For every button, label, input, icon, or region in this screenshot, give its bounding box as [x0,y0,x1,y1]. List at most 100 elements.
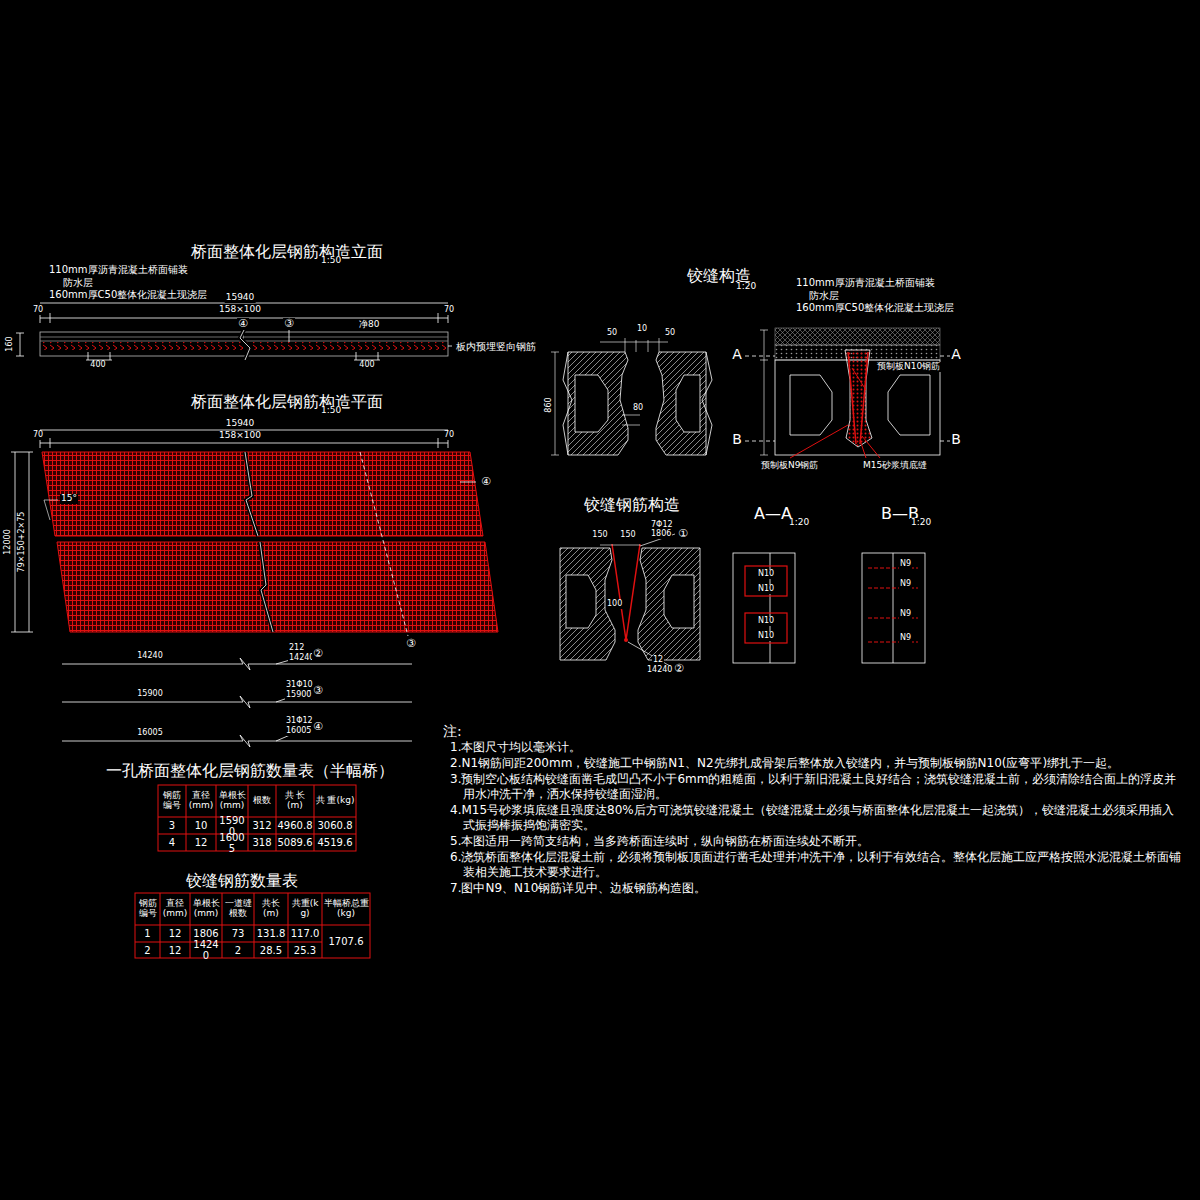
dimension-label: 860 [545,396,554,413]
dimension-label: 79×150+2×75 [18,511,27,574]
annotation-text: N9 [899,610,912,619]
table-cell: 根数 [249,786,275,816]
dimension-label: 400 [89,361,106,370]
dimension-label: 1:20 [735,282,757,292]
table-cell: 12 [161,943,189,957]
table-cell: 共 长(m) [277,786,313,816]
table-cell: 2 [223,943,253,957]
table-cell: 28.5 [255,943,287,957]
dimension-label: 12000 [4,528,13,555]
dimension-label: 31Φ10 [285,681,314,690]
dimension-label: 212 [288,644,305,653]
dimension-label: 15900 [136,690,163,699]
section-mark: B [731,432,743,447]
dimension-label: 70 [443,431,455,440]
dimension-label: 1:50 [320,406,342,416]
section-mark: B [950,432,962,447]
dimension-label: 100 [606,600,623,609]
callout-number: ③ [283,318,295,330]
table-cell: 单根长(mm) [191,894,221,924]
section-mark: A [731,347,743,362]
table-cell: 12 [187,835,215,850]
dimension-label: 10 [636,325,648,334]
table-grid [135,785,370,958]
callout-number: ① [677,528,689,540]
dimension-label: 158×100 [218,305,262,315]
section-views [733,553,925,663]
dimension-label: 14240 [646,666,673,675]
callout-number: ③ [405,638,417,650]
dimension-label: 160 [6,335,15,352]
annotation-text: N10 [757,617,775,626]
table-cell: 318 [249,835,275,850]
table-cell: 直径(mm) [161,894,189,924]
table-cell: 一道缝根数 [223,894,253,924]
dimension-label: 70 [32,306,44,315]
note-text: 7.图中N9、N10钢筋详见中、边板钢筋构造图。 [450,881,1184,896]
annotation-text: 防水层 [808,290,840,301]
dimension-label: 1:50 [320,256,342,266]
hinge-rebar-detail [560,534,700,666]
table-cell: 25.3 [289,943,321,957]
annotation-text: 160mm厚C50整体化混凝土现浇层 [795,302,955,313]
note-text: 5.本图适用一跨简支结构，当多跨桥面连续时，纵向钢筋在桥面连续处不断开。 [450,834,1184,849]
annotation-text: N9 [899,634,912,643]
dimension-label: 1:20 [788,518,810,528]
annotation-text: N9 [899,560,912,569]
dimension-label: 15940 [225,419,256,429]
table-cell: 3 [159,818,185,833]
dimension-label: 158×100 [218,431,262,441]
dimension-label: 150 [619,531,636,540]
note-text: 1.本图尺寸均以毫米计。 [450,740,1184,755]
table-cell: 4519.6 [315,835,355,850]
table-cell: 14240 [191,943,221,957]
dimension-label: 1806 [650,530,672,539]
section-title: 铰缝钢筋数量表 [185,872,299,890]
table-cell: 1806 [191,926,221,941]
section-title: A—A [753,505,793,523]
elevation-view [16,303,452,360]
dimension-label: 70 [443,306,455,315]
callout-number: ④ [312,721,324,733]
annotation-text: 预制板N9钢筋 [760,461,819,471]
dimension-label: 7Φ12 [650,521,674,530]
dimension-label: 50 [606,329,618,338]
table-cell: 5089.6 [277,835,313,850]
dimension-label: 400 [358,361,375,370]
section-title: 一孔桥面整体化层钢筋数量表（半幅桥） [105,762,395,780]
table-cell: 16005 [217,835,247,850]
callout-number: ④ [480,476,492,488]
table-cell: 3060.8 [315,818,355,833]
section-title: 桥面整体化层钢筋构造平面 [190,393,384,411]
callout-number: ② [673,663,685,675]
table-cell: 共重(kg) [289,894,321,924]
table-cell: 共长(m) [255,894,287,924]
dimension-label: 70 [32,431,44,440]
annotation-text: 160mm厚C50整体化混凝土现浇层 [48,289,208,300]
table-cell: 半幅桥总重(kg) [323,894,369,924]
hinge-detail-right [745,328,950,458]
note-text: 4.M15号砂浆填底缝且强度达80%后方可浇筑铰缝混凝土（铰缝混凝土必须与桥面整… [450,803,1184,833]
table-cell: 2 [136,943,159,957]
annotation-text: N10 [757,570,775,579]
annotation-text: 110mm厚沥青混凝土桥面铺装 [795,277,936,288]
annotation-text: N9 [899,580,912,589]
note-text: 2.N1钢筋间距200mm，铰缝施工中钢筋N1、N2先绑扎成骨架后整体放入铰缝内… [450,756,1184,771]
dimension-label: 15940 [225,293,256,303]
dimension-label: 150 [591,531,608,540]
note-text: 3.预制空心板结构铰缝面凿毛成凹凸不小于6mm的粗糙面，以利于新旧混凝土良好结合… [450,772,1184,802]
dimension-label: 80 [632,404,644,413]
table-cell: 钢筋编号 [136,894,159,924]
dimension-label: 15900 [285,691,312,700]
dimension-label: 16005 [285,727,312,736]
annotation-text: 防水层 [62,277,94,288]
section-mark: A [950,347,962,362]
annotation-text: 110mm厚沥青混凝土桥面铺装 [48,264,189,275]
hinge-detail-left [551,338,712,455]
annotation-text: 板内预埋竖向钢筋 [455,341,537,352]
dimension-label: 15° [60,494,78,504]
dimension-label: 16005 [136,729,163,738]
table-cell: 12 [161,926,189,941]
dimension-label: 14240 [136,652,163,661]
callout-number: ④ [237,318,249,330]
